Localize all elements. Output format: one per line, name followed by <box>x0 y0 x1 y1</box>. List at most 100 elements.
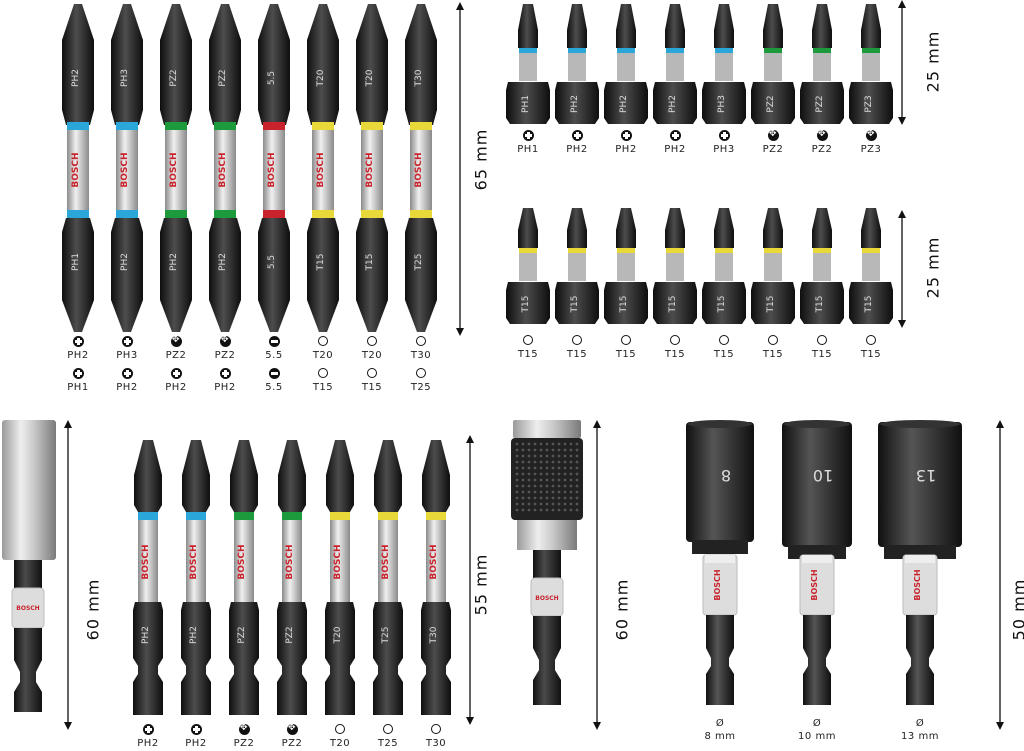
bit-holder-illustration: BOSCH <box>2 420 56 712</box>
torx-icon <box>416 368 426 378</box>
svg-text:PH2: PH2 <box>141 626 151 644</box>
nut-size-label: 13 mm <box>901 731 939 742</box>
top-tip-label: T20 <box>312 350 334 361</box>
diameter-symbol: Ø <box>915 718 925 729</box>
dimension-label-50: 50 mm <box>1009 578 1024 641</box>
svg-text:BOSCH: BOSCH <box>169 152 179 187</box>
slotted-icon <box>269 368 280 379</box>
bits-55-illustration: BOSCHPH2BOSCHPH2BOSCHPZ2BOSCHPZ2BOSCHT20… <box>133 440 451 715</box>
svg-text:BOSCH: BOSCH <box>218 152 228 187</box>
short-bit: T15 <box>506 208 550 324</box>
bit-label: PH2 <box>615 144 637 155</box>
svg-text:BOSCH: BOSCH <box>16 605 39 612</box>
torx-icon <box>383 724 393 734</box>
bottom-tip-label: 5.5 <box>265 382 283 393</box>
bit-label: PH2 <box>664 144 686 155</box>
pozidriv-icon <box>768 129 779 141</box>
svg-text:T20: T20 <box>333 626 343 644</box>
svg-text:8: 8 <box>721 466 731 485</box>
svg-text:T30: T30 <box>414 69 424 87</box>
svg-text:BOSCH: BOSCH <box>71 152 81 187</box>
svg-text:T15: T15 <box>766 296 776 314</box>
torx-icon <box>817 335 827 345</box>
top-tip-label: T30 <box>410 350 432 361</box>
top-tip-label: PZ2 <box>165 350 187 361</box>
svg-text:BOSCH: BOSCH <box>267 152 277 187</box>
svg-text:BOSCH: BOSCH <box>810 569 819 600</box>
dimension-label-25-top: 25 mm <box>923 30 943 93</box>
svg-text:BOSCH: BOSCH <box>285 544 295 579</box>
dimension-arrow-60-right <box>593 420 601 730</box>
svg-text:5.5: 5.5 <box>267 255 277 269</box>
svg-text:BOSCH: BOSCH <box>381 544 391 579</box>
short-bit: PH2 <box>653 4 697 124</box>
bit-label: T20 <box>329 738 351 749</box>
dimension-arrow-55 <box>466 435 474 725</box>
svg-text:T15: T15 <box>815 296 825 314</box>
short-bit: PH3 <box>702 4 746 124</box>
pozidriv-icon <box>239 723 250 735</box>
short-bit: T15 <box>653 208 697 324</box>
pozidriv-icon <box>817 129 828 141</box>
torx-icon <box>572 335 582 345</box>
top-tip-label: PZ2 <box>214 350 236 361</box>
dimension-label-25-bottom: 25 mm <box>923 236 943 299</box>
dimension-arrow-65 <box>456 2 464 336</box>
pozidriv-icon <box>866 129 877 141</box>
svg-text:PH1: PH1 <box>71 253 81 271</box>
bit-label: PH2 <box>566 144 588 155</box>
phillips-icon <box>73 336 84 347</box>
svg-text:BOSCH: BOSCH <box>429 544 439 579</box>
bit-label: T15 <box>811 349 833 360</box>
torx-icon <box>866 335 876 345</box>
bit-label: T15 <box>615 349 637 360</box>
top-tip-label: PH3 <box>116 350 138 361</box>
bottom-tip-label: T15 <box>312 382 334 393</box>
phillips-icon <box>73 368 84 379</box>
diameter-symbol: Ø <box>715 718 725 729</box>
torx-icon <box>523 335 533 345</box>
torx-icon <box>431 724 441 734</box>
short-bit: PH1 <box>506 4 550 124</box>
svg-text:BOSCH: BOSCH <box>414 152 424 187</box>
phillips-icon <box>621 130 632 141</box>
torx-icon <box>719 335 729 345</box>
bit-label: T15 <box>566 349 588 360</box>
svg-text:T15: T15 <box>619 296 629 314</box>
short-bit: T15 <box>555 208 599 324</box>
svg-text:BOSCH: BOSCH <box>237 544 247 579</box>
svg-text:PH2: PH2 <box>218 253 228 271</box>
bit-label: PZ3 <box>860 144 882 155</box>
svg-text:BOSCH: BOSCH <box>333 544 343 579</box>
bottom-tip-label: PH2 <box>165 382 187 393</box>
torx-icon <box>367 336 377 346</box>
svg-text:PH3: PH3 <box>717 95 727 113</box>
svg-text:PZ3: PZ3 <box>864 95 874 112</box>
phillips-icon <box>523 130 534 141</box>
svg-text:BOSCH: BOSCH <box>189 544 199 579</box>
svg-text:PH2: PH2 <box>169 253 179 271</box>
short-bit: PH2 <box>604 4 648 124</box>
phillips-icon <box>143 724 154 735</box>
double-bits-illustration: BOSCHPH2PH1BOSCHPH3PH2BOSCHPZ2PH2BOSCHPZ… <box>62 4 437 332</box>
short-bit: PZ2 <box>751 4 795 124</box>
bit-label: PZ2 <box>233 738 255 749</box>
phillips-icon <box>572 130 583 141</box>
svg-text:PH2: PH2 <box>120 253 130 271</box>
